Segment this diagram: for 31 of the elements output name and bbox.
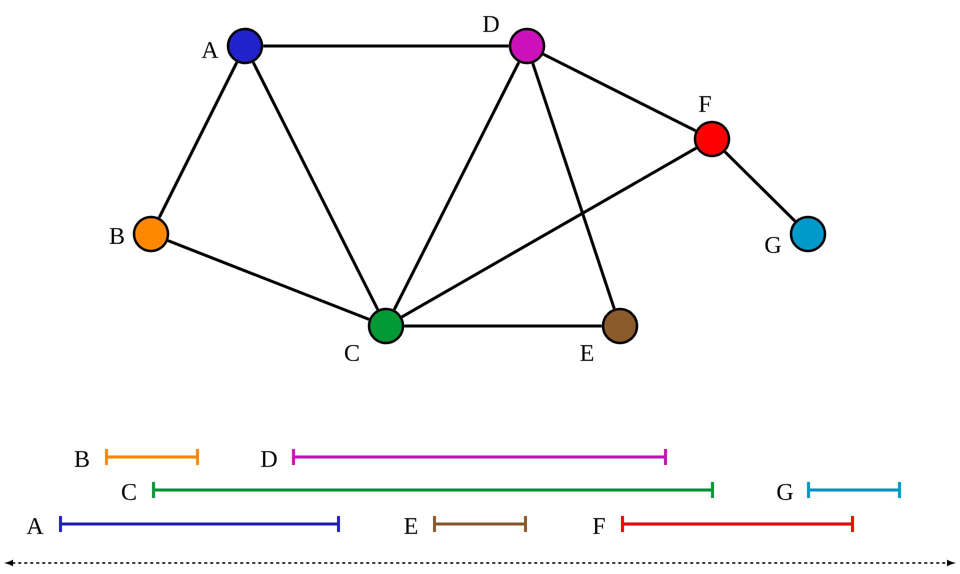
interval-label: C [122, 484, 136, 500]
interval-label: F [593, 518, 605, 534]
graph-vertex: C [345, 308, 404, 362]
graph-edge [542, 52, 696, 132]
graph-vertex: E [580, 308, 638, 361]
node-label: C [344, 344, 359, 362]
graph-edge [263, 44, 509, 48]
interval-label: B [74, 451, 89, 467]
graph-edge [404, 324, 602, 328]
graph-edge [531, 62, 616, 310]
node-label: F [699, 96, 711, 112]
graph-edge [401, 146, 697, 318]
node-label: G [765, 236, 781, 254]
graph-vertex: D [483, 16, 546, 64]
graph-vertex: F [694, 96, 730, 158]
graph-edge [158, 62, 238, 218]
node-label: D [483, 16, 499, 32]
node-label: B [110, 228, 124, 244]
interval-label: G [777, 484, 793, 500]
graph-edge [167, 239, 370, 321]
graph-edge [252, 62, 380, 310]
graph-vertex: A [202, 28, 264, 64]
graph-vertex: B [110, 216, 170, 252]
interval-label: A [26, 518, 44, 534]
graph-edge [392, 62, 520, 310]
graph-edge [724, 150, 796, 222]
node-label: E [580, 345, 594, 361]
interval-label: E [404, 518, 418, 534]
interval-label: D [261, 451, 277, 467]
node-label: A [202, 42, 218, 58]
graph-vertex: G [765, 216, 826, 254]
